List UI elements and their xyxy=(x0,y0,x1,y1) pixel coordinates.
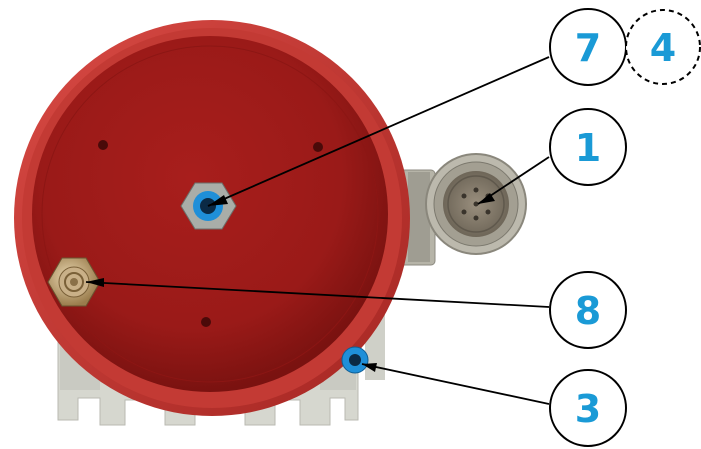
arrowhead-8 xyxy=(86,278,104,287)
callout-4: 4 xyxy=(625,9,701,85)
arrowhead-7 xyxy=(208,195,228,206)
screw-hole xyxy=(201,317,211,327)
callout-number: 3 xyxy=(575,387,601,431)
callout-3: 3 xyxy=(549,369,627,447)
callout-number: 7 xyxy=(575,26,601,70)
round-electrical-connector xyxy=(425,153,527,255)
leader-line-8 xyxy=(85,281,550,308)
callout-circle xyxy=(549,271,627,349)
leader-lines xyxy=(85,56,550,405)
arrowhead-1 xyxy=(478,193,495,204)
leader-line-3 xyxy=(361,363,550,405)
bottom-air-fitting xyxy=(341,346,369,374)
callout-1: 1 xyxy=(549,108,627,186)
callout-number: 8 xyxy=(575,289,601,333)
leader-line-7 xyxy=(207,56,550,207)
callout-number: 4 xyxy=(650,26,676,70)
callout-number: 1 xyxy=(575,126,601,170)
arrowhead-3 xyxy=(362,363,377,372)
leader-arrowheads xyxy=(86,193,495,372)
screw-hole xyxy=(98,140,108,150)
screw-hole xyxy=(313,142,323,152)
callout-circle-dashed xyxy=(625,9,701,85)
brass-vent-fitting xyxy=(47,257,101,307)
callout-8: 8 xyxy=(549,271,627,349)
callout-circle xyxy=(549,108,627,186)
callout-7: 7 xyxy=(549,8,627,86)
callout-circle xyxy=(549,369,627,447)
